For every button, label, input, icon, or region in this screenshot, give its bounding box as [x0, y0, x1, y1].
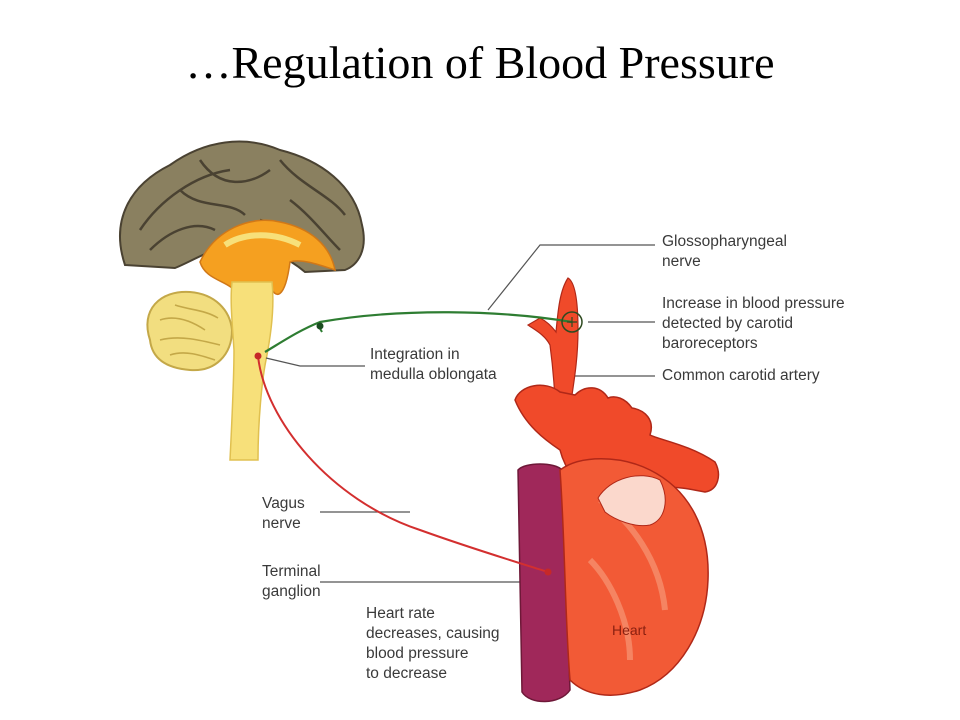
cerebellum: [146, 290, 234, 372]
label-common-carotid-artery: Common carotid artery: [662, 367, 820, 384]
label-vagus-nerve: Vagus nerve: [262, 495, 305, 532]
sensory-ganglion: [316, 322, 324, 330]
heart-body: [559, 458, 709, 696]
label-terminal-ganglion: Terminal ganglion: [262, 563, 321, 600]
label-integration-medulla: Integration in medulla oblongata: [370, 346, 497, 383]
medulla-nucleus: [254, 352, 262, 360]
label-glossopharyngeal-nerve: Glossopharyngeal nerve: [662, 233, 787, 270]
vena-cava: [517, 463, 571, 703]
brainstem: [229, 281, 274, 461]
terminal-ganglion-dot: [544, 568, 552, 576]
slide-title: …Regulation of Blood Pressure: [185, 37, 775, 88]
label-baroreceptors: Increase in blood pressure detected by c…: [662, 295, 845, 352]
label-heart-rate-decreases: Heart rate decreases, causing blood pres…: [366, 605, 500, 682]
baroreceptor-marker: [561, 311, 583, 333]
leader-lines: [265, 244, 655, 583]
vagus-nerve-fiber: [257, 355, 549, 573]
pulmonary-trunk: [597, 475, 666, 527]
baroreceptor-symbol: [567, 317, 577, 327]
glossopharyngeal-nerve-fiber: [264, 311, 573, 353]
carotid-artery: [526, 277, 579, 401]
label-heart: Heart: [612, 622, 647, 638]
